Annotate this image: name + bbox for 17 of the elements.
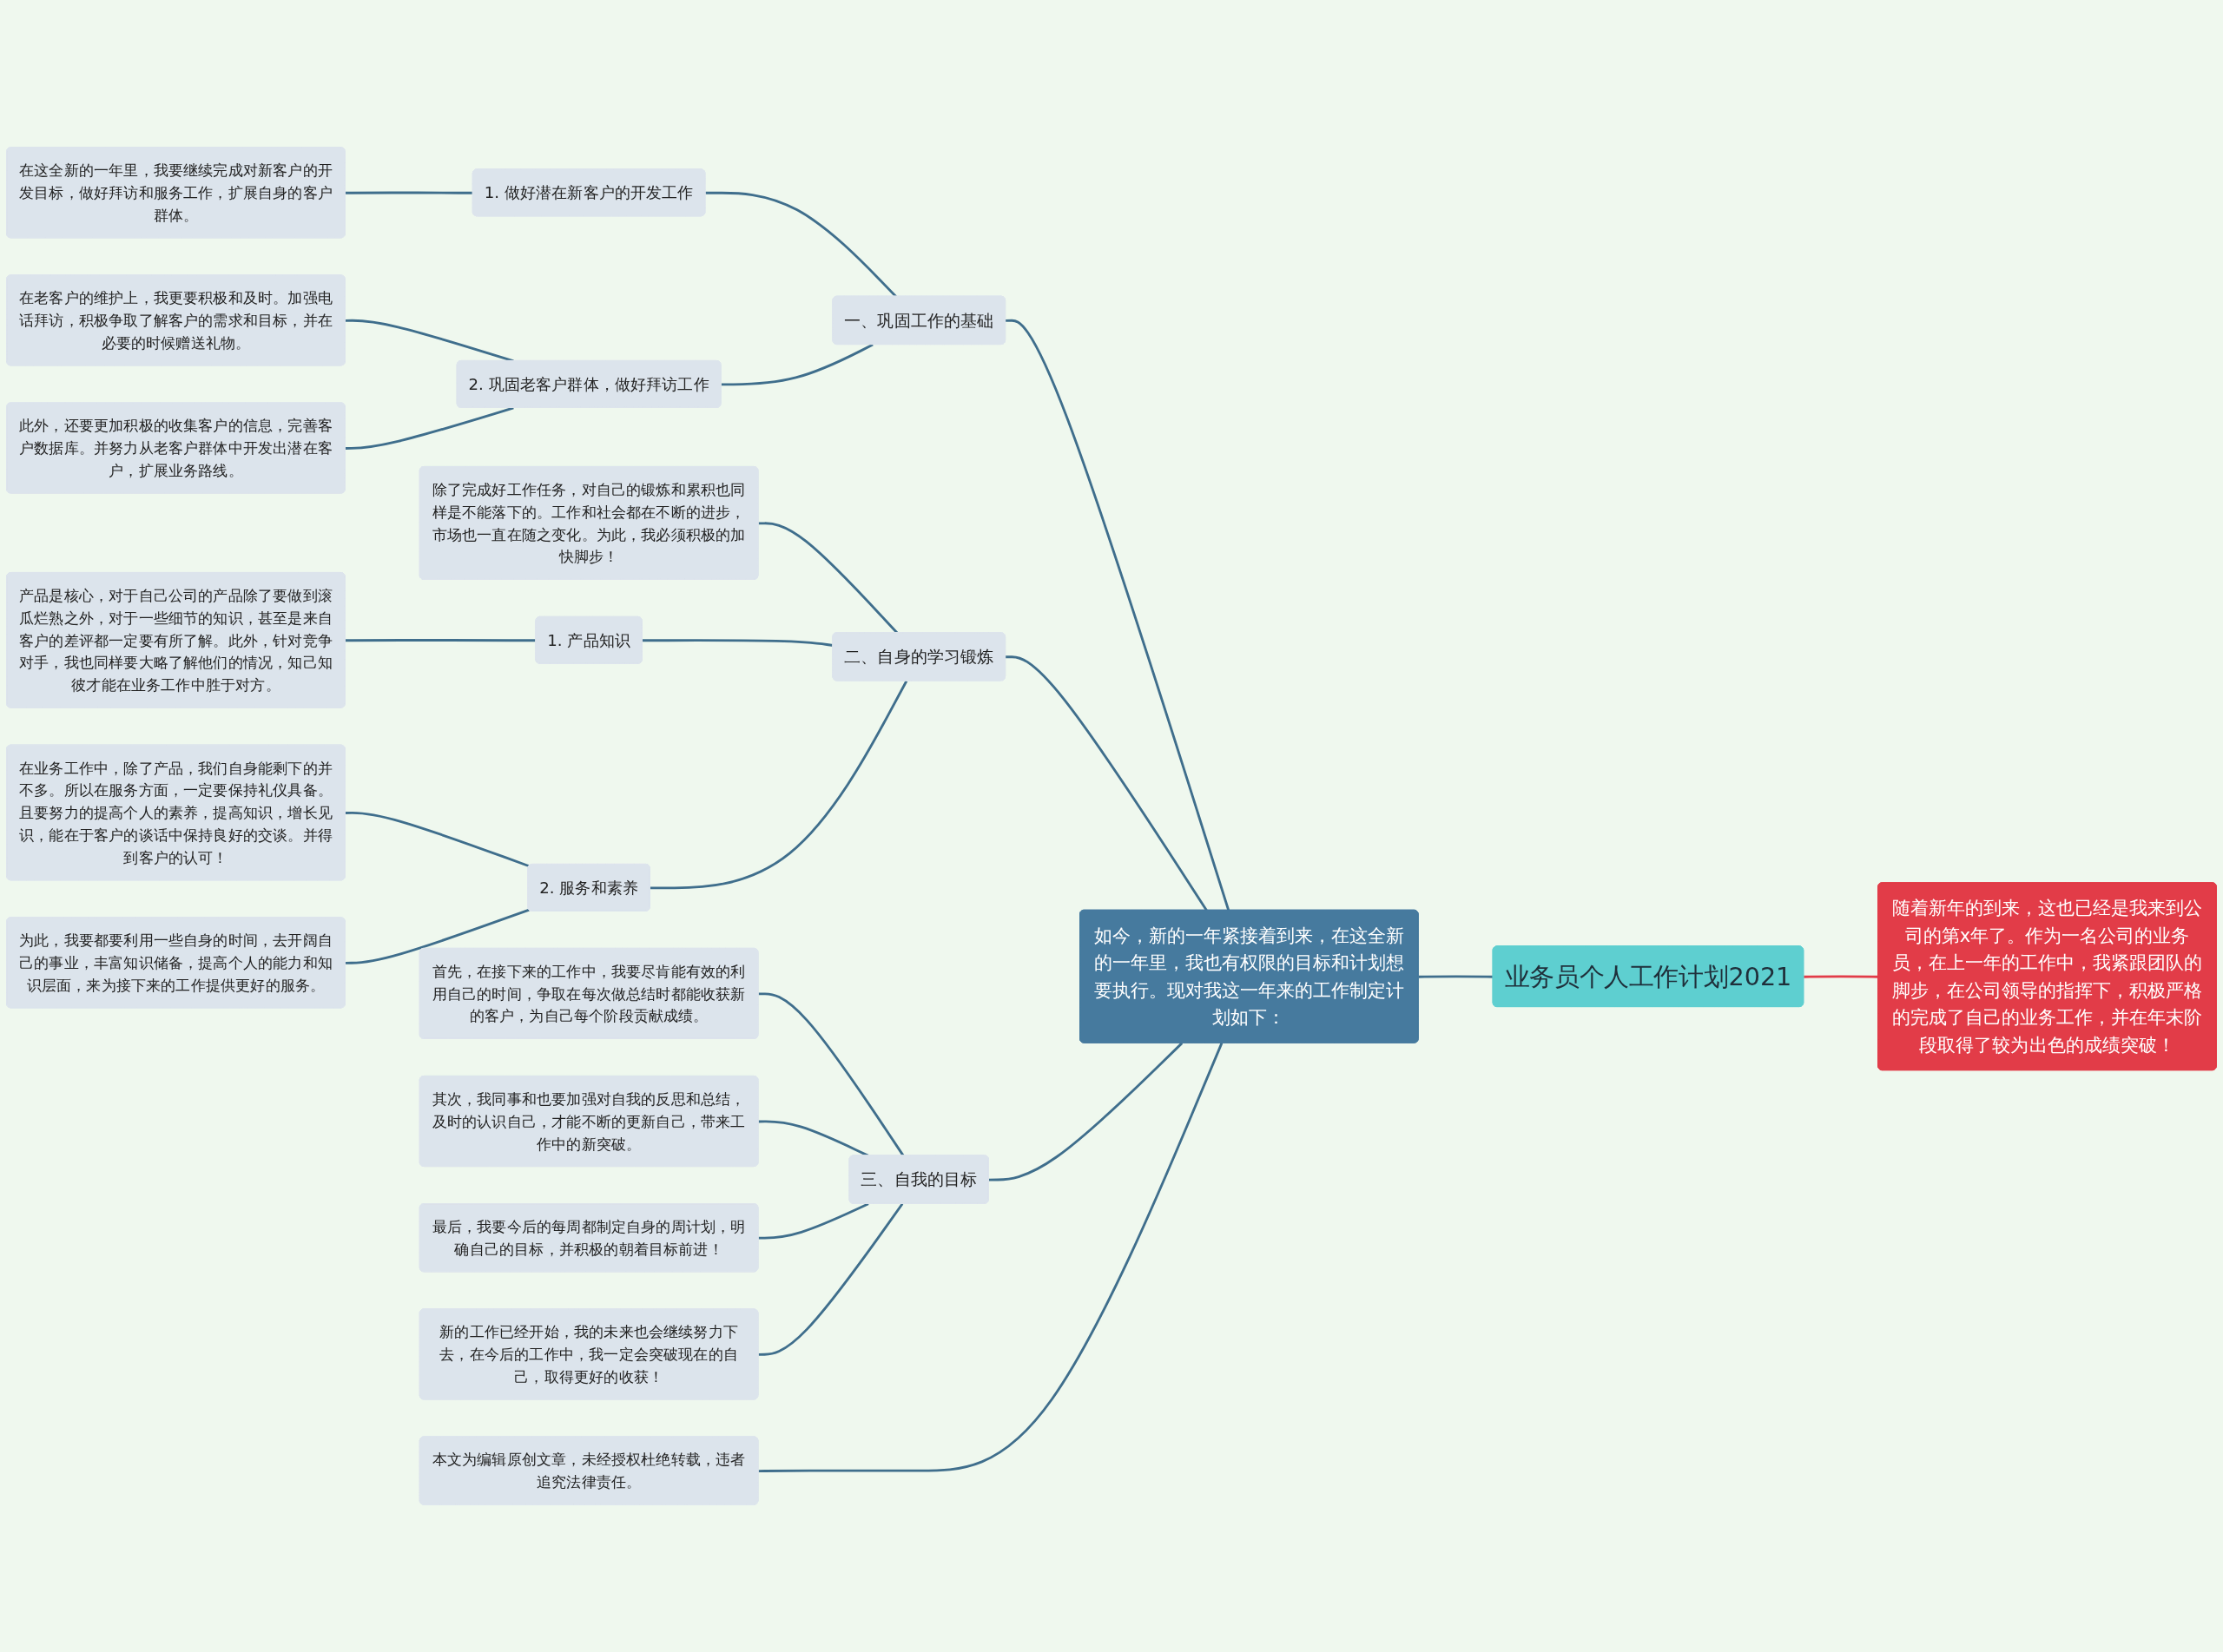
- connector: [345, 406, 514, 450]
- connector: [345, 811, 530, 868]
- connector: [705, 191, 897, 298]
- connector: [1006, 655, 1208, 912]
- connector: [758, 1043, 1224, 1472]
- connector: [1006, 319, 1230, 912]
- connector: [642, 639, 834, 647]
- connector: [650, 680, 908, 890]
- connector: [345, 639, 537, 642]
- connector: [1418, 975, 1494, 978]
- connector: [721, 343, 874, 386]
- connector: [345, 908, 530, 964]
- connector: [988, 1042, 1184, 1181]
- connector: [1804, 975, 1879, 978]
- connector: [758, 1202, 869, 1240]
- connector: [758, 1202, 904, 1356]
- connector: [345, 191, 473, 194]
